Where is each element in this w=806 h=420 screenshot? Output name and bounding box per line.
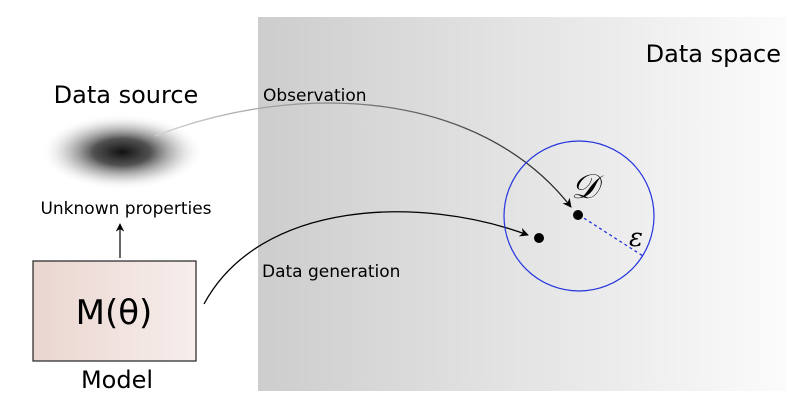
epsilon-symbol: ε [629,223,643,253]
data-source-title: Data source [54,81,199,109]
observation-label: Observation [263,86,367,106]
model-symbol: M(θ) [76,293,153,333]
epsilon-radius-line [578,214,644,257]
data-space-region [258,17,786,391]
simulated-data-point [534,233,544,243]
data-source-blob [40,114,204,190]
model-box [32,260,197,362]
model-label: Model [81,366,153,394]
tolerance-circle [503,140,655,292]
data-generation-label: Data generation [262,262,400,282]
observation-arrow [154,102,572,208]
data-generation-arrow [203,211,529,305]
observed-data-point [573,210,583,220]
data-space-title: Data space [646,40,781,68]
unknown-properties-label: Unknown properties [40,199,211,219]
